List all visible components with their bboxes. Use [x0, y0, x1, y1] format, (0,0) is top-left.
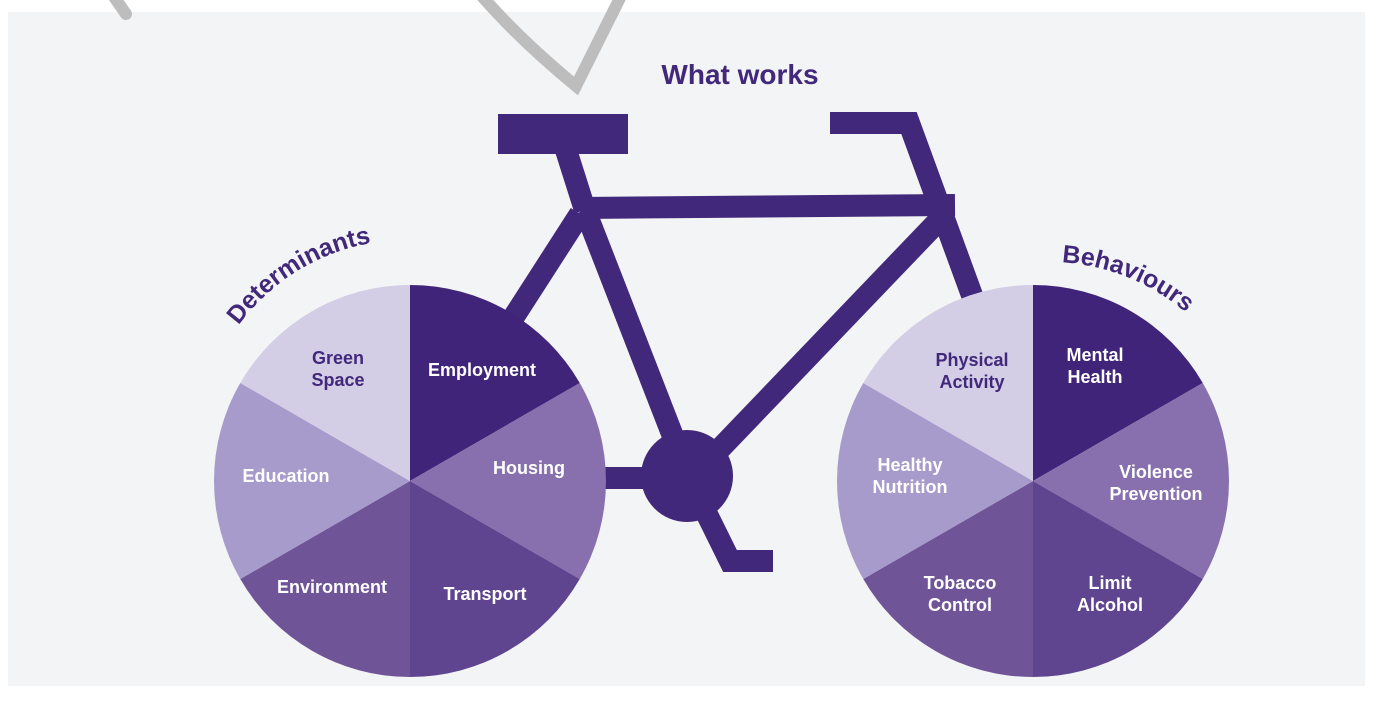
segment-label-line: Environment: [277, 577, 387, 597]
segment-label: Environment: [277, 577, 387, 597]
segment-label-line: Employment: [428, 360, 536, 380]
segment-label: Employment: [428, 360, 536, 380]
segment-label: Housing: [493, 458, 565, 478]
handlebar-fork: [830, 112, 1003, 354]
wheel-segment: [410, 383, 606, 579]
segment-label-line: Violence: [1119, 462, 1193, 482]
segment-label-line: Control: [928, 595, 992, 615]
segment-label: Transport: [443, 584, 526, 604]
segment-label-line: Housing: [493, 458, 565, 478]
wheel-segment: [214, 383, 410, 579]
wheel-segment: [410, 285, 580, 481]
chainring: [641, 430, 733, 522]
wheel-segment: [240, 481, 410, 677]
segment-label-line: Activity: [939, 372, 1004, 392]
segment-label-line: Limit: [1089, 573, 1132, 593]
top-tube: [579, 194, 956, 219]
bicycle-saddle: [498, 114, 628, 154]
segment-label-line: Nutrition: [873, 477, 948, 497]
segment-label-line: Physical: [935, 350, 1008, 370]
segment-label-line: Green: [312, 348, 364, 368]
wheel-segment: [1033, 383, 1229, 579]
wheel-segment: [240, 285, 410, 481]
wheel-segment: [1033, 285, 1203, 481]
segment-label-line: Education: [242, 466, 329, 486]
segment-label-line: Space: [311, 370, 364, 390]
segment-label-line: Alcohol: [1077, 595, 1143, 615]
segment-label-line: Transport: [443, 584, 526, 604]
segment-label-line: Health: [1067, 367, 1122, 387]
segment-label: Education: [242, 466, 329, 486]
segment-label-line: Tobacco: [924, 573, 997, 593]
wheel-segment: [863, 481, 1033, 677]
wheel-segment: [1033, 481, 1203, 677]
segment-label-line: Prevention: [1109, 484, 1202, 504]
watermark-mark: [108, 0, 626, 96]
segment-label-line: Mental: [1066, 345, 1123, 365]
wheel-segment: [410, 481, 580, 677]
down-tube: [682, 206, 953, 488]
wheel-segment: [863, 285, 1033, 481]
wheel-segment: [837, 383, 1033, 579]
segment-label-line: Healthy: [877, 455, 942, 475]
diagram-title: What works: [661, 59, 818, 90]
